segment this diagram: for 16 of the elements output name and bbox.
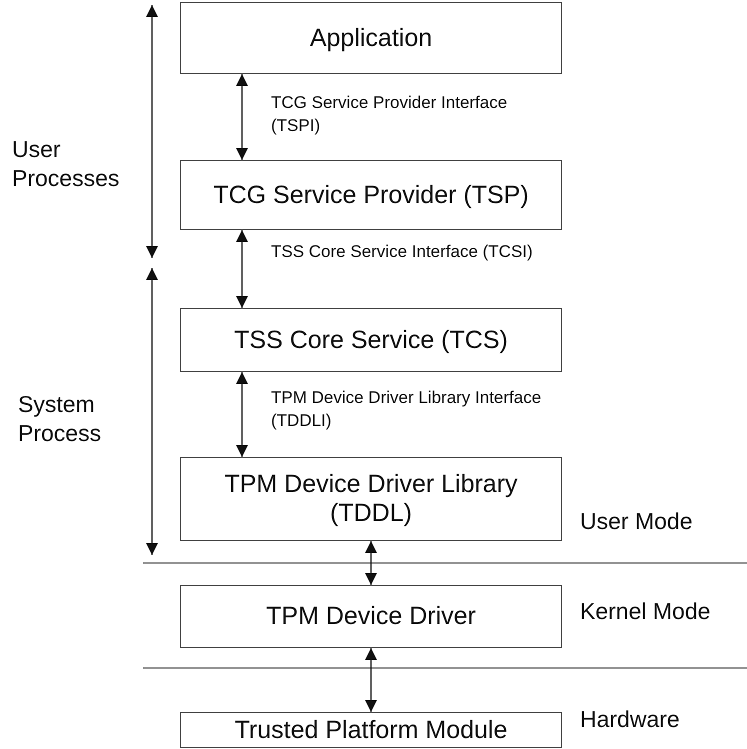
layer-box: TCG Service Provider (TSP) — [180, 160, 562, 230]
side-label: Kernel Mode — [580, 597, 712, 626]
side-label: User Processes — [12, 135, 120, 192]
side-label: User Mode — [580, 507, 694, 536]
layer-box: TPM Device Driver — [180, 585, 562, 648]
double-arrow — [365, 648, 377, 712]
double-arrow — [236, 372, 248, 457]
side-label: System Process — [18, 390, 102, 448]
double-arrow — [236, 230, 248, 308]
double-arrow — [236, 74, 248, 160]
layer-box: Trusted Platform Module — [180, 712, 562, 748]
side-label: Hardware — [580, 705, 681, 734]
layer-box: Application — [180, 2, 562, 74]
layer-box: TPM Device Driver Library (TDDL) — [180, 457, 562, 541]
layer-box: TSS Core Service (TCS) — [180, 308, 562, 372]
double-arrow — [365, 541, 377, 585]
